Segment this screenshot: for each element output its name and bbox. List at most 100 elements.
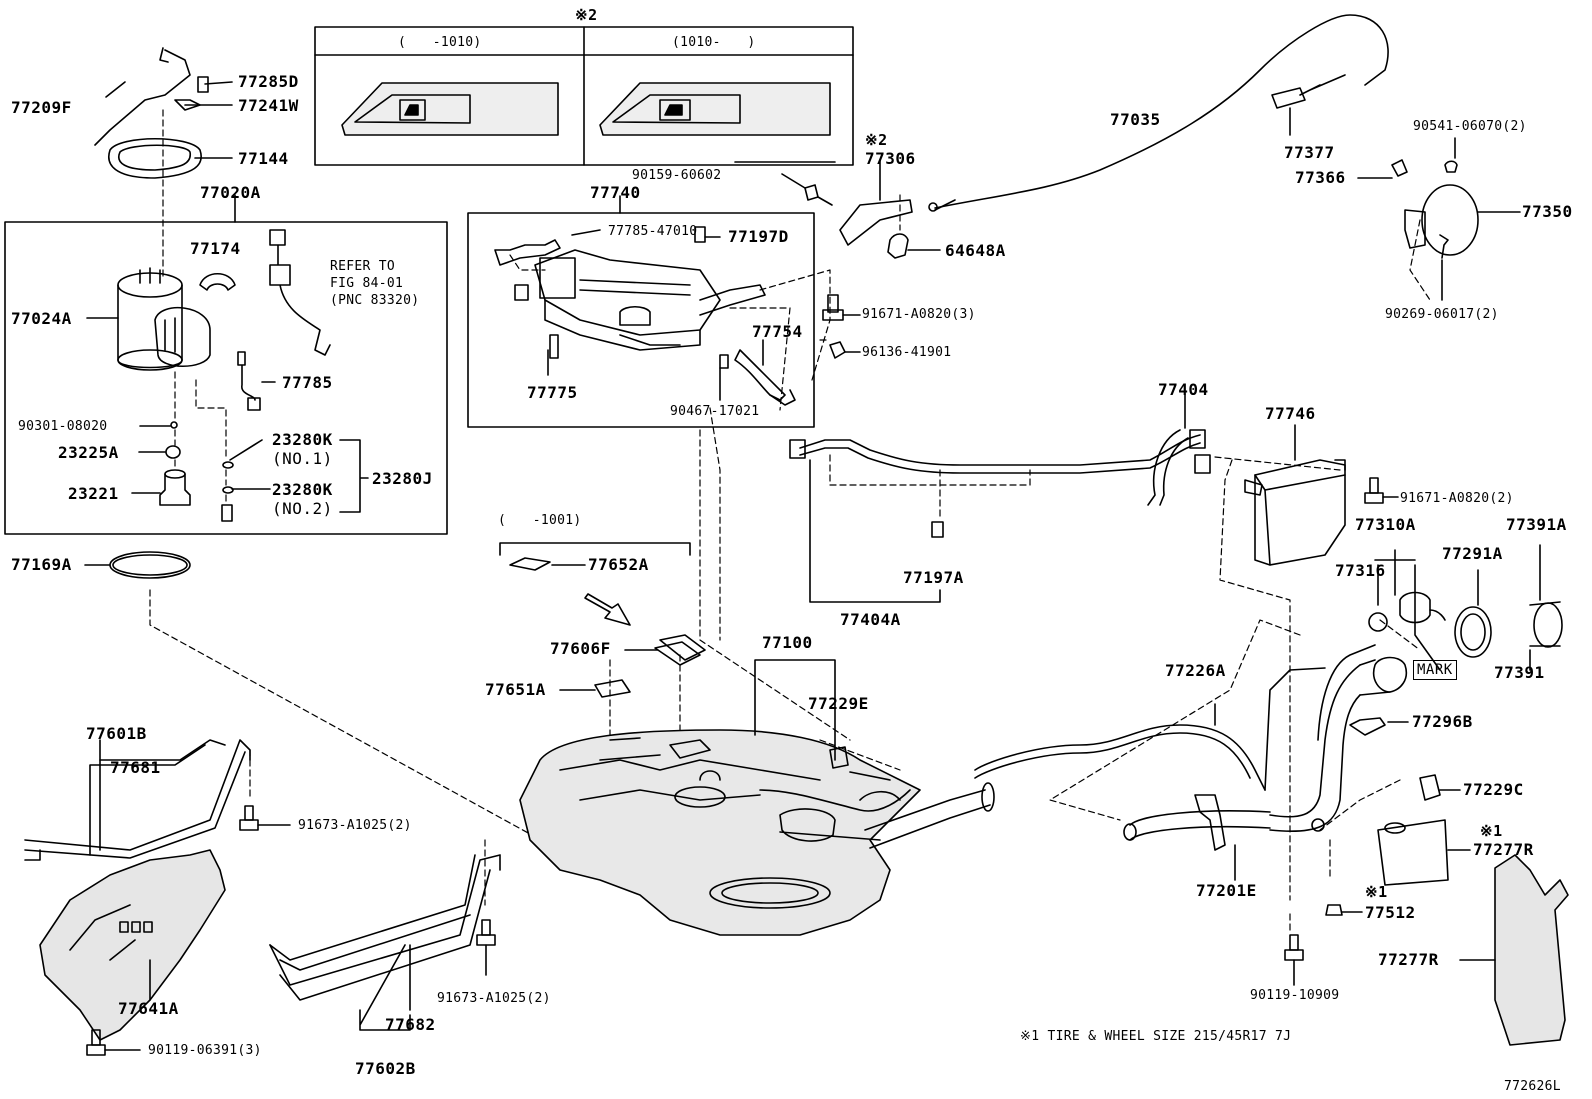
gauge-sender-part bbox=[199, 272, 236, 291]
screw-90159-60602 bbox=[804, 184, 819, 201]
cushion-23225A bbox=[165, 445, 181, 459]
note1-77512: ※1 bbox=[1365, 883, 1388, 901]
label-77020A: 77020A bbox=[200, 183, 261, 202]
label-23280K-2: 23280K bbox=[272, 480, 333, 499]
label-77169A: 77169A bbox=[11, 555, 72, 574]
label-23280J: 23280J bbox=[372, 469, 433, 488]
fuel-lid bbox=[1421, 184, 1479, 256]
pad-77606F bbox=[659, 634, 706, 661]
label-77197D: 77197D bbox=[728, 227, 789, 246]
label-77785: 77785 bbox=[282, 373, 333, 392]
note1-77277R: ※1 bbox=[1480, 822, 1503, 840]
gasket-77316 bbox=[1368, 612, 1388, 632]
nut-77512 bbox=[1325, 904, 1343, 916]
label-77229E: 77229E bbox=[808, 694, 869, 713]
refer-note-line3: (PNC 83320) bbox=[330, 293, 420, 308]
label-no1: (NO.1) bbox=[272, 449, 333, 468]
label-77144: 77144 bbox=[238, 149, 289, 168]
label-77229C: 77229C bbox=[1463, 780, 1524, 799]
fuel-filter-23221 bbox=[159, 469, 191, 506]
label-77209F: 77209F bbox=[11, 98, 72, 117]
refer-note-line1: REFER TO bbox=[330, 259, 396, 274]
label-77681: 77681 bbox=[110, 758, 161, 777]
sensor-harness bbox=[237, 351, 261, 411]
label-77277R-2: 77277R bbox=[1378, 950, 1439, 969]
range-note-77652A: ( -1001) bbox=[498, 513, 582, 528]
label-77024A: 77024A bbox=[11, 309, 72, 328]
label-77241W: 77241W bbox=[238, 96, 299, 115]
label-77310A: 77310A bbox=[1355, 515, 1416, 534]
fuel-pump-group-box bbox=[4, 221, 448, 535]
label-23221: 23221 bbox=[68, 484, 119, 503]
label-96136-41901: 96136-41901 bbox=[862, 345, 952, 360]
vapor-tube-77404 bbox=[799, 434, 1201, 466]
label-77404: 77404 bbox=[1158, 380, 1209, 399]
lid-hinge bbox=[1404, 209, 1426, 249]
label-77785-47010: 77785-47010 bbox=[608, 224, 698, 239]
bolt-91673-A1025-b bbox=[476, 919, 496, 946]
clip-77197A bbox=[931, 521, 944, 538]
bolt-91671-A0820-2 bbox=[1364, 477, 1384, 504]
splash-guard-lower bbox=[1494, 854, 1569, 1046]
lid-opener-cable bbox=[934, 14, 1389, 209]
label-77174: 77174 bbox=[190, 239, 241, 258]
strap-77601B bbox=[24, 739, 251, 861]
label-77226A: 77226A bbox=[1165, 661, 1226, 680]
refer-note-line2: FIG 84-01 bbox=[330, 276, 404, 291]
label-77391A: 77391A bbox=[1506, 515, 1567, 534]
heat-insulator-77641A bbox=[39, 849, 226, 1041]
vent-hose-77785 bbox=[494, 239, 561, 266]
label-91673-A1025-b: 91673-A1025(2) bbox=[437, 991, 551, 1006]
label-91671-A0820-2: 91671-A0820(2) bbox=[1400, 491, 1514, 506]
label-91671-A0820-3: 91671-A0820(3) bbox=[862, 307, 976, 322]
lid-opener-lever bbox=[839, 199, 913, 246]
label-90541-06070: 90541-06070(2) bbox=[1413, 119, 1527, 134]
label-77277R-1: 77277R bbox=[1473, 840, 1534, 859]
bolt-90119-06391 bbox=[86, 1029, 106, 1056]
hose-77754 bbox=[734, 349, 786, 401]
label-77296B: 77296B bbox=[1412, 712, 1473, 731]
label-77641A: 77641A bbox=[118, 999, 179, 1018]
label-77391: 77391 bbox=[1494, 663, 1545, 682]
filler-hose-77201E bbox=[1129, 810, 1271, 826]
figure-id: 772626L bbox=[1504, 1079, 1561, 1094]
label-90269-06017: 90269-06017(2) bbox=[1385, 307, 1499, 322]
label-77606F: 77606F bbox=[550, 639, 611, 658]
fuel-pump-assembly bbox=[117, 267, 211, 371]
inset-right-range: (1010- ) bbox=[672, 35, 756, 50]
label-90301-08020: 90301-08020 bbox=[18, 419, 108, 434]
label-77740: 77740 bbox=[590, 183, 641, 202]
ring-77291A bbox=[1454, 606, 1492, 658]
label-77602B: 77602B bbox=[355, 1059, 416, 1078]
label-77651A: 77651A bbox=[485, 680, 546, 699]
ring-77391 bbox=[1533, 602, 1563, 648]
label-90119-06391: 90119-06391(3) bbox=[148, 1043, 262, 1058]
label-77746: 77746 bbox=[1265, 404, 1316, 423]
cable-end-77377 bbox=[1271, 87, 1306, 109]
lock-ring bbox=[108, 138, 202, 179]
vent-tube-77226A bbox=[974, 724, 1266, 791]
pad-77652A bbox=[509, 557, 551, 571]
label-77316: 77316 bbox=[1335, 561, 1386, 580]
clip-77229E bbox=[829, 746, 849, 769]
label-90159-60602: 90159-60602 bbox=[632, 168, 722, 183]
label-64648A: 64648A bbox=[945, 241, 1006, 260]
splash-guard-upper bbox=[1377, 819, 1449, 886]
label-77754: 77754 bbox=[752, 322, 803, 341]
harness-connector bbox=[269, 229, 331, 356]
label-77291A: 77291A bbox=[1442, 544, 1503, 563]
label-77350: 77350 bbox=[1522, 202, 1573, 221]
label-77197A: 77197A bbox=[903, 568, 964, 587]
inset-left-range: ( -1010) bbox=[398, 35, 482, 50]
bracket-77296B bbox=[1349, 717, 1386, 736]
note2-77306: ※2 bbox=[865, 131, 888, 149]
label-77404A: 77404A bbox=[840, 610, 901, 629]
label-91673-A1025-a: 91673-A1025(2) bbox=[298, 818, 412, 833]
label-77035: 77035 bbox=[1110, 110, 1161, 129]
direction-arrow bbox=[584, 593, 631, 626]
label-77775: 77775 bbox=[527, 383, 578, 402]
pad-77651A bbox=[594, 679, 631, 698]
charcoal-canister bbox=[514, 249, 766, 351]
gasket-77169A bbox=[109, 551, 191, 579]
